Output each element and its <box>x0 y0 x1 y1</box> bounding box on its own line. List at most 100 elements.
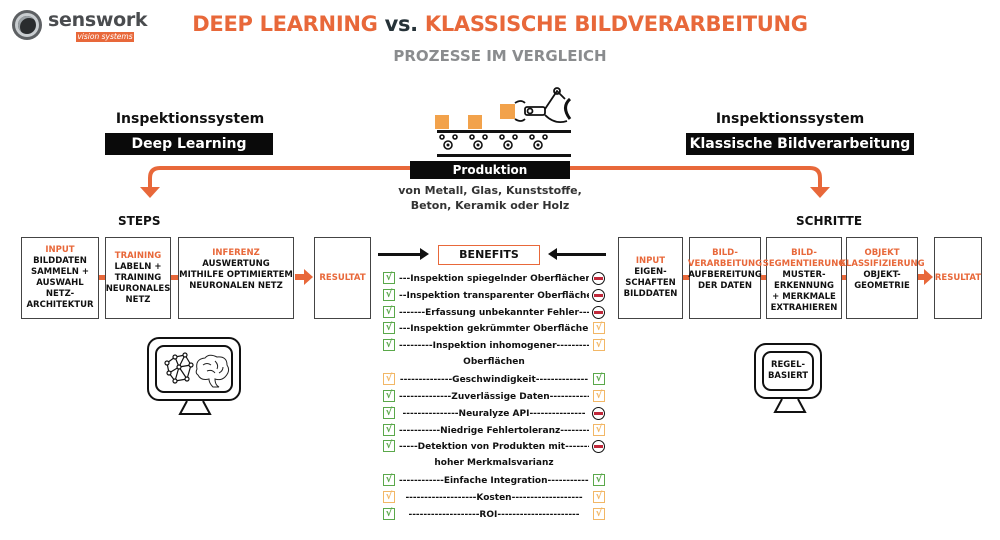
step-body-line: MITHILFE OPTIMIERTEM <box>179 270 293 280</box>
check-yellow-icon: √ <box>593 339 605 352</box>
benefit-text: --Inspektion transparenter Oberflächen-- <box>399 290 589 301</box>
step-body-line: GEOMETRIE <box>854 281 910 291</box>
step-body-line: NETZ <box>125 294 151 305</box>
neural-network-icon <box>164 352 194 384</box>
check-green-icon: √ <box>383 423 395 436</box>
production-materials: von Metall, Glas, Kunststoffe, Beton, Ke… <box>380 183 600 213</box>
benefit-row: √-------------------ROI-----------------… <box>383 507 605 523</box>
result-arrow-shaft <box>295 274 305 280</box>
dl-step-input: INPUT BILDDATEN SAMMELN + AUSWAHL NETZ- … <box>21 237 99 319</box>
step-body-line: BILDDATEN <box>623 289 678 299</box>
right-system-label: Inspektionssystem <box>715 111 865 127</box>
robot-arm-icon <box>514 87 572 124</box>
product-box <box>435 115 449 129</box>
step-heading: KLASSIFIZIERUNG <box>839 259 925 269</box>
cv-step-input: INPUT EIGEN- SCHAFTEN BILDDATEN <box>618 237 683 319</box>
cv-monitor-stand <box>773 399 807 413</box>
benefit-row: √ ------------Einfache Integration-------… <box>383 473 605 489</box>
cv-step-bildverarbeitung: BILD- VERARBEITUNG AUFBEREITUNG DER DATE… <box>687 237 763 319</box>
step-body-line: NEURONALEN NETZ <box>189 281 283 291</box>
check-yellow-icon: √ <box>593 423 605 436</box>
benefit-row: √ -------Erfassung unbekannter Fehler----… <box>383 305 605 321</box>
left-flow-line <box>148 166 410 188</box>
check-green-icon: √ <box>593 373 605 386</box>
senswork-logo: senswork vision systems <box>10 8 160 44</box>
benefit-text: ---------------Neuralyze API------------… <box>402 408 586 419</box>
benefit-text: ---Inspektion gekrümmter Oberflächen-- <box>399 324 589 335</box>
benefit-row: √-------------------Kosten--------------… <box>383 490 605 506</box>
step-connector <box>761 275 766 280</box>
step-body-line: AUSWAHL NETZ- <box>36 278 84 299</box>
check-green-icon: √ <box>383 322 395 335</box>
benefit-text: -------Erfassung unbekannter Fehler-----… <box>399 307 589 318</box>
right-flow-arrowhead <box>810 187 830 198</box>
materials-line-2: Beton, Keramik oder Holz <box>410 199 570 212</box>
steps-label: STEPS <box>118 214 161 228</box>
step-body-line: SAMMELN + <box>30 267 90 277</box>
step-heading: SEGMENTIERUNG <box>762 259 846 269</box>
right-flow-line <box>570 166 822 188</box>
benefit-text-continued: Oberflächen <box>463 357 525 368</box>
product-box <box>500 104 515 119</box>
benefit-row: √ --Inspektion transparenter Oberflächen-… <box>383 288 605 304</box>
step-body-line: EXTRAHIEREN <box>770 303 838 313</box>
check-yellow-icon: √ <box>593 491 605 504</box>
conveyor-illustration <box>435 87 572 157</box>
step-body-line: NEURONALES <box>105 283 171 294</box>
cv-step-klassifizierung: OBJEKT KLASSIFIZIERUNG OBJEKT- GEOMETRIE <box>839 237 925 319</box>
logo-tagline: vision systems <box>76 32 134 42</box>
logo-brand: senswork <box>48 9 148 31</box>
step-heading: INPUT <box>635 256 666 266</box>
check-green-icon: √ <box>383 305 395 318</box>
check-yellow-icon: √ <box>383 373 395 386</box>
page-subtitle: PROZESSE IM VERGLEICH <box>393 47 607 65</box>
benefit-row: √--------------Zuverlässige Daten-------… <box>383 389 605 405</box>
materials-line-1: von Metall, Glas, Kunststoffe, <box>398 184 582 197</box>
check-yellow-icon: √ <box>593 390 605 402</box>
dl-step-resultat: RESULTAT <box>314 237 371 319</box>
check-green-icon: √ <box>383 406 395 419</box>
step-heading: RESULTAT <box>319 272 366 283</box>
step-heading: OBJEKT <box>864 248 900 258</box>
benefit-text: --------------Geschwindigkeit-----------… <box>399 375 589 386</box>
dl-monitor-icon <box>147 337 241 401</box>
check-yellow-icon: √ <box>593 508 605 520</box>
monitor-screen: REGEL- BASIERT <box>762 351 814 391</box>
screen-content <box>164 352 230 388</box>
monitor-text-line-1: REGEL- <box>770 360 806 370</box>
benefit-text-continued: hoher Merkmalsvarianz <box>434 458 554 469</box>
title-deep-learning: DEEP LEARNING <box>192 12 378 36</box>
step-body-line: EIGEN- <box>634 267 667 277</box>
left-system-name: Deep Learning <box>105 133 273 155</box>
step-heading: TRAINING <box>114 250 162 261</box>
benefit-text: ------------Einfache Integration--------… <box>399 476 589 487</box>
product-box <box>468 115 482 129</box>
minus-circle-icon <box>592 272 605 285</box>
check-green-icon: √ <box>383 288 395 301</box>
camera-lens-icon <box>12 10 42 40</box>
check-yellow-icon: √ <box>383 491 395 504</box>
check-yellow-icon: √ <box>593 322 605 335</box>
schritte-label: SCHRITTE <box>796 214 863 228</box>
dl-step-inferenz: INFERENZ AUSWERTUNG MITHILFE OPTIMIERTEM… <box>178 237 294 319</box>
cv-step-resultat: RESULTAT <box>934 237 982 319</box>
production-label: Produktion <box>410 161 570 179</box>
step-body-line: LABELN + <box>114 261 162 272</box>
benefit-row: √ ---------------Neuralyze API-----------… <box>383 406 605 422</box>
monitor-text-line-2: BASIERT <box>767 371 809 381</box>
step-body-line: TRAINING <box>114 272 162 283</box>
check-green-icon: √ <box>383 339 395 352</box>
step-body-line: BILDDATEN <box>33 256 87 266</box>
cv-monitor-icon: REGEL- BASIERT <box>754 343 822 399</box>
check-green-icon: √ <box>383 474 395 487</box>
step-connector <box>842 275 846 280</box>
check-green-icon: √ <box>383 390 395 402</box>
step-heading: INFERENZ <box>212 248 260 258</box>
dl-step-training: TRAINING LABELN + TRAINING NEURONALES NE… <box>105 237 171 319</box>
step-body-line: OBJEKT- <box>863 270 901 280</box>
step-heading: VERARBEITUNG <box>687 259 763 269</box>
step-body-line: ERKENNUNG <box>774 281 834 291</box>
right-system-name: Klassische Bildverarbeitung <box>686 133 914 155</box>
step-body-line: AUFBEREITUNG <box>688 270 762 280</box>
result-arrow-icon <box>924 269 933 285</box>
